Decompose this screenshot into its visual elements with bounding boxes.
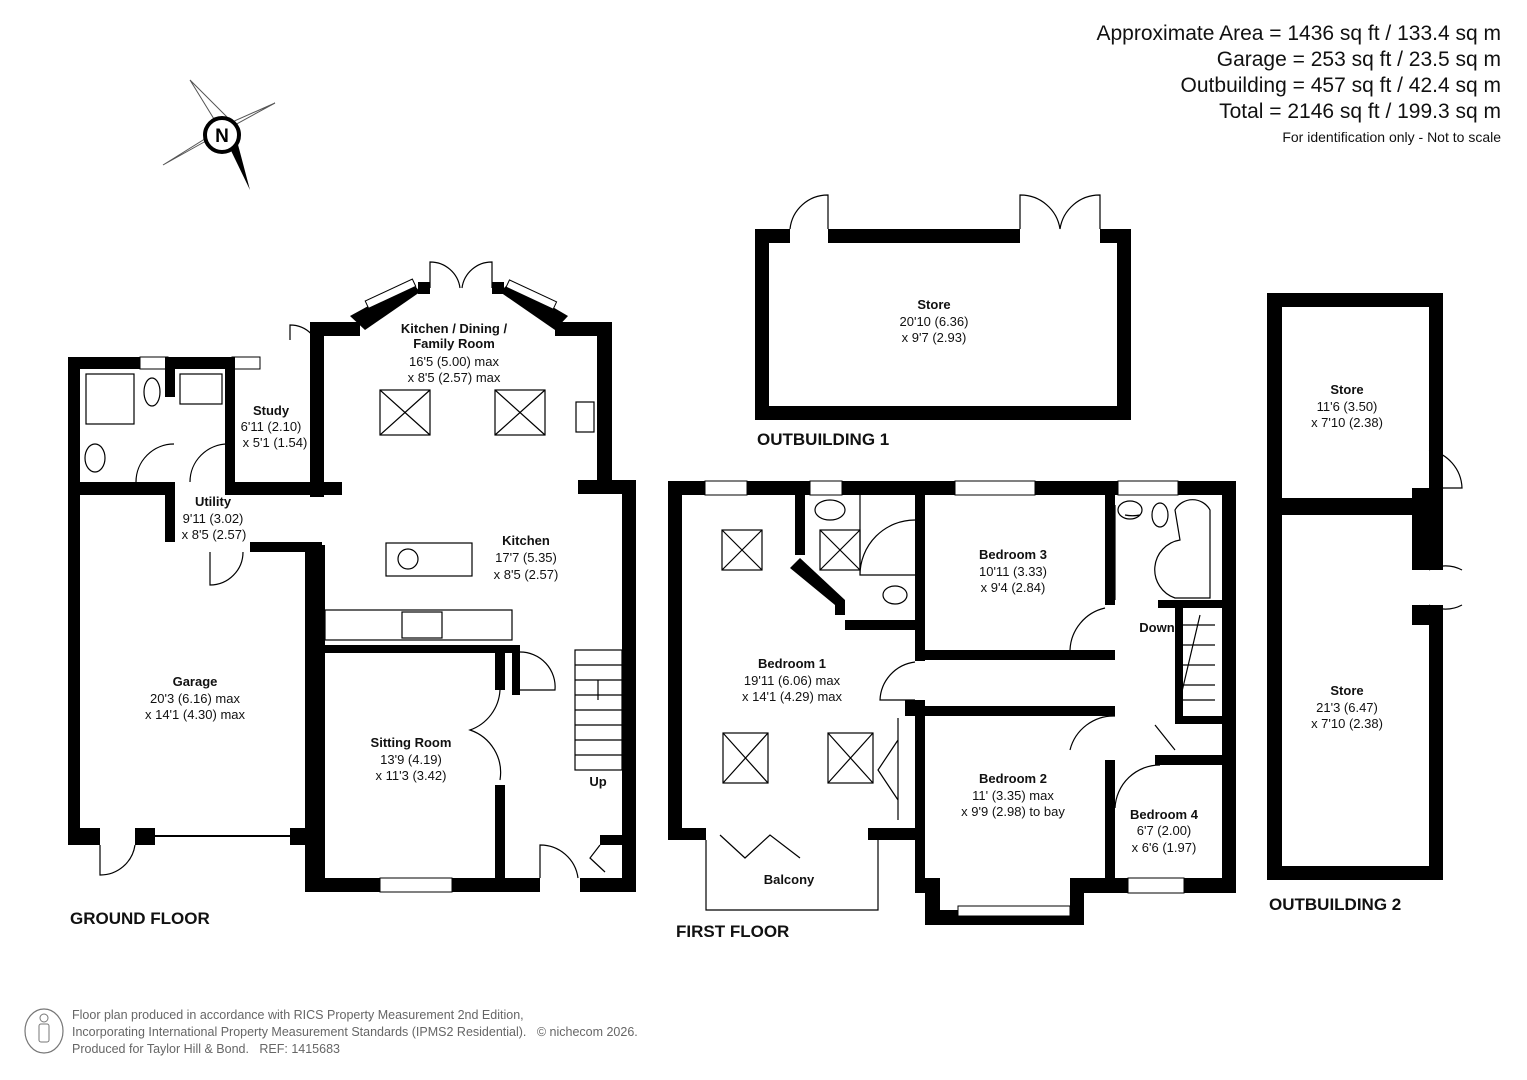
room-dimension: x 11'3 (3.42) (376, 768, 447, 783)
room-bedroom-2: Bedroom 2 11' (3.35) max x 9'9 (2.98) to… (961, 771, 1065, 819)
room-store-outbuilding-1: Store 20'10 (6.36) x 9'7 (2.93) (900, 297, 969, 345)
outbuilding-1-label: OUTBUILDING 1 (757, 430, 889, 449)
room-dimension: x 8'5 (2.57) (494, 567, 559, 582)
footer-line-1: Floor plan produced in accordance with R… (72, 1008, 524, 1022)
approx-area: Approximate Area = 1436 sq ft / 133.4 sq… (1096, 22, 1502, 45)
room-study: Study 6'11 (2.10) x 5'1 (1.54) (241, 403, 308, 450)
room-dimension: 13'9 (4.19) (380, 752, 442, 767)
room-dimension: 6'7 (2.00) (1137, 823, 1192, 838)
room-dimension: 6'11 (2.10) (241, 419, 302, 434)
room-name: Bedroom 4 (1130, 807, 1199, 822)
compass-north-label: N (215, 126, 229, 147)
room-dimension: x 6'6 (1.97) (1132, 840, 1197, 855)
first-floor-label: FIRST FLOOR (676, 922, 789, 941)
footer-ref: REF: 1415683 (259, 1042, 340, 1056)
ground-floor-label: GROUND FLOOR (70, 909, 210, 928)
room-name: Sitting Room (371, 735, 452, 750)
room-sitting-room: Sitting Room 13'9 (4.19) x 11'3 (3.42) (371, 735, 452, 783)
footer-line-2: Incorporating International Property Mea… (72, 1025, 527, 1039)
footer-copyright: © nichecom 2026. (536, 1025, 638, 1039)
footer-line-3: Produced for Taylor Hill & Bond. (72, 1042, 249, 1056)
room-dimension: x 7'10 (2.38) (1311, 415, 1383, 430)
footer-credits: Floor plan produced in accordance with R… (72, 1007, 638, 1058)
room-dimension: 20'10 (6.36) (900, 314, 969, 329)
room-dimension: x 9'4 (2.84) (981, 580, 1046, 595)
total-area: Total = 2146 sq ft / 199.3 sq m (1219, 100, 1501, 123)
room-name: Bedroom 1 (758, 656, 826, 671)
room-dimension: 19'11 (6.06) max (744, 673, 841, 688)
room-dimension: x 8'5 (2.57) (182, 527, 247, 542)
room-name: Bedroom 2 (979, 771, 1047, 786)
room-dimension: 9'11 (3.02) (183, 511, 244, 526)
room-name: Utility (195, 494, 232, 509)
room-dimension: 16'5 (5.00) max (409, 354, 499, 369)
room-garage: Garage 20'3 (6.16) max x 14'1 (4.30) max (145, 674, 246, 722)
room-name: Bedroom 3 (979, 547, 1047, 562)
outbuilding-2-plan (1267, 293, 1463, 880)
room-utility: Utility 9'11 (3.02) x 8'5 (2.57) (182, 494, 247, 542)
room-dimension: x 7'10 (2.38) (1311, 716, 1383, 731)
room-name: Kitchen / Dining / (401, 321, 508, 336)
room-name: Study (253, 403, 290, 418)
room-dimension: x 9'9 (2.98) to bay (961, 804, 1065, 819)
room-dimension: x 14'1 (4.30) max (145, 707, 246, 722)
outbuilding-2-label: OUTBUILDING 2 (1269, 895, 1401, 914)
room-labels: Kitchen / Dining / Family Room 16'5 (5.0… (145, 297, 1383, 887)
room-bedroom-4: Bedroom 4 6'7 (2.00) x 6'6 (1.97) (1130, 807, 1199, 855)
room-name: Store (1330, 382, 1363, 397)
stairs-up-label: Up (589, 774, 606, 789)
outbuilding-1-plan (755, 194, 1131, 420)
room-dimension: x 8'5 (2.57) max (408, 370, 501, 385)
scale-note: For identification only - Not to scale (1282, 129, 1501, 145)
room-name: Garage (173, 674, 218, 689)
room-dimension: 10'11 (3.33) (979, 564, 1047, 579)
room-kitchen-dining: Kitchen / Dining / Family Room 16'5 (5.0… (401, 321, 508, 385)
room-name: Store (917, 297, 950, 312)
area-summary: Approximate Area = 1436 sq ft / 133.4 sq… (1097, 21, 1502, 145)
garage-area: Garage = 253 sq ft / 23.5 sq m (1216, 48, 1501, 71)
person-icon (24, 1008, 64, 1054)
room-dimension: 11' (3.35) max (972, 788, 1054, 803)
room-dimension: 11'6 (3.50) (1317, 399, 1378, 414)
outbuilding-area: Outbuilding = 457 sq ft / 42.4 sq m (1180, 74, 1501, 97)
room-bedroom-1: Bedroom 1 19'11 (6.06) max x 14'1 (4.29)… (742, 656, 843, 704)
ground-floor-plan: Up (68, 261, 636, 893)
room-store-outbuilding-2a: Store 11'6 (3.50) x 7'10 (2.38) (1311, 382, 1383, 430)
room-dimension: x 9'7 (2.93) (902, 330, 967, 345)
room-name: Kitchen (502, 533, 550, 548)
room-dimension: x 5'1 (1.54) (243, 435, 308, 450)
first-floor-plan: Down (668, 480, 1236, 925)
room-dimension: x 14'1 (4.29) max (742, 689, 843, 704)
compass-rose-icon: N (162, 79, 276, 190)
floor-labels: GROUND FLOOR FIRST FLOOR OUTBUILDING 1 O… (70, 430, 1401, 941)
room-bedroom-3: Bedroom 3 10'11 (3.33) x 9'4 (2.84) (979, 547, 1047, 595)
stairs-down-label: Down (1139, 620, 1174, 635)
room-kitchen: Kitchen 17'7 (5.35) x 8'5 (2.57) (494, 533, 559, 582)
room-dimension: 21'3 (6.47) (1316, 700, 1378, 715)
room-store-outbuilding-2b: Store 21'3 (6.47) x 7'10 (2.38) (1311, 683, 1383, 731)
room-name: Store (1330, 683, 1363, 698)
room-name: Family Room (413, 336, 495, 351)
room-balcony: Balcony (764, 872, 815, 887)
room-dimension: 20'3 (6.16) max (150, 691, 240, 706)
room-dimension: 17'7 (5.35) (495, 550, 557, 565)
